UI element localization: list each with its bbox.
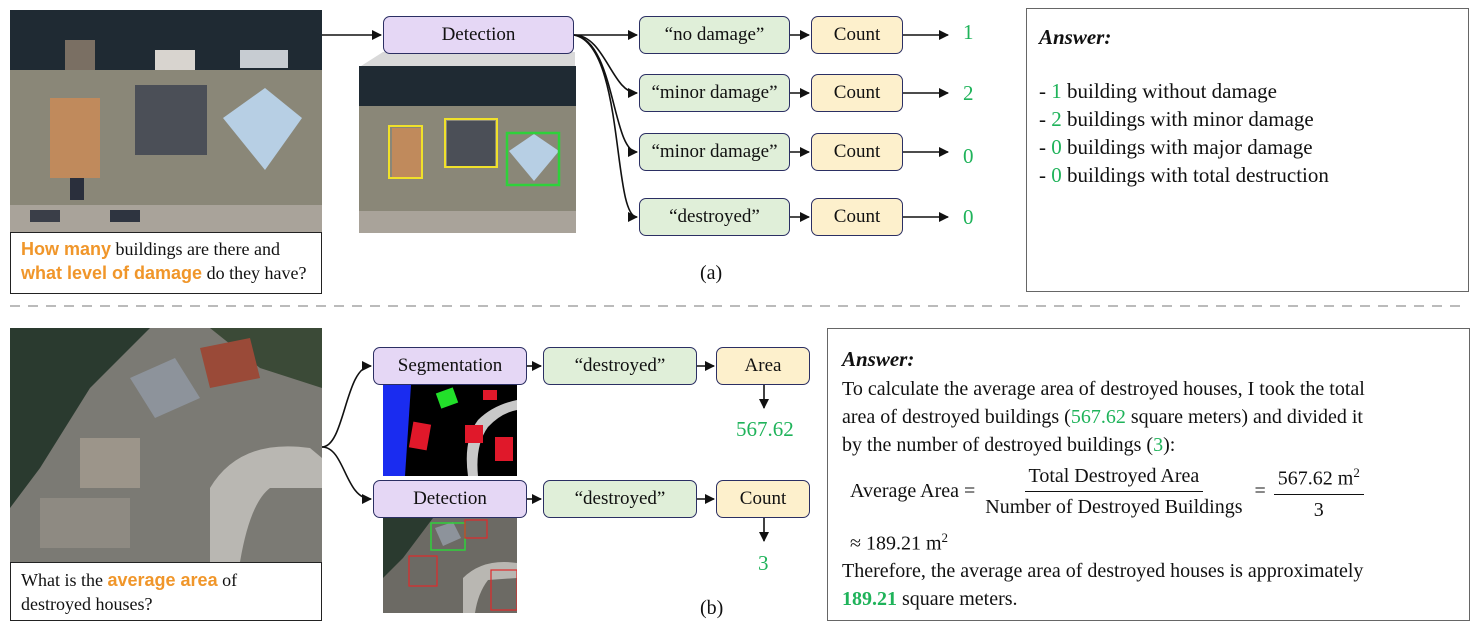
aerial-photo-b xyxy=(10,328,322,562)
detection-b-drawing xyxy=(383,518,517,613)
answer-a-title: Answer: xyxy=(1039,25,1112,49)
count-node-3: Count xyxy=(811,133,903,171)
class-node-minor-damage-1: “minor damage” xyxy=(639,74,790,112)
answer-b-result-value: 189.21 xyxy=(842,588,897,611)
question-box-b: What is the average area of destroyed ho… xyxy=(10,562,322,621)
answer-b-line-3-b: ): xyxy=(1163,434,1176,456)
detection-node-a: Detection xyxy=(383,16,574,54)
question-a-line-1: How many buildings are there and xyxy=(21,237,311,261)
detection-node-b: Detection xyxy=(373,480,527,518)
segmentation-mask-thumbnail xyxy=(383,385,517,476)
answer-box-a: Answer: - 1 building without damage - 2 … xyxy=(1026,8,1469,292)
formula-fraction-1: Total Destroyed Area Number of Destroyed… xyxy=(981,464,1246,519)
answer-a-text-3: buildings with major damage xyxy=(1061,135,1313,159)
answer-box-b: Answer: To calculate the average area of… xyxy=(827,328,1470,621)
count-value-4: 0 xyxy=(963,205,974,229)
answer-b-count-value: 3 xyxy=(1153,434,1164,456)
formula: Average Area = Total Destroyed Area Numb… xyxy=(850,461,1469,522)
count-node-2: Count xyxy=(811,74,903,112)
answer-b-title: Answer: xyxy=(842,347,915,371)
answer-a-line-3: - 0 buildings with major damage xyxy=(1039,135,1313,159)
answer-a-line-4: - 0 buildings with total destruction xyxy=(1039,163,1329,187)
caption-a: (a) xyxy=(700,262,723,284)
answer-a-line-1: - 1 building without damage xyxy=(1039,79,1277,103)
count-value-3: 0 xyxy=(963,144,974,168)
answer-b-line-6: 189.21 square meters. xyxy=(842,585,1469,613)
class-node-destroyed-seg: “destroyed” xyxy=(543,347,697,385)
count-node-4: Count xyxy=(811,198,903,236)
answer-a-text-4: buildings with total destruction xyxy=(1061,163,1329,187)
class-node-destroyed-det: “destroyed” xyxy=(543,480,697,518)
question-a-line-2: what level of damage do they have? xyxy=(21,261,311,285)
class-node-minor-damage-2: “minor damage” xyxy=(639,133,790,171)
formula-area-m: 567.62 m xyxy=(1277,467,1354,490)
question-a-text-2: do they have? xyxy=(202,263,307,283)
answer-b-line-2-b: square meters) and divided it xyxy=(1125,406,1363,428)
answer-b-line-3: by the number of destroyed buildings (3)… xyxy=(842,431,1469,459)
formula-numerator-2: 567.62 m2 xyxy=(1273,461,1364,495)
formula-denominator-1: Number of Destroyed Buildings xyxy=(985,495,1243,518)
formula-area-sup: 2 xyxy=(1353,465,1360,480)
question-a-highlight-1: How many xyxy=(21,239,112,259)
aerial-photo-b-drawing xyxy=(10,328,322,562)
answer-a-num-2: 2 xyxy=(1051,107,1062,131)
count-value-b: 3 xyxy=(758,551,769,575)
question-b-line-2: destroyed houses? xyxy=(21,594,153,614)
detection-result-drawing xyxy=(359,66,576,233)
answer-a-text-1: building without damage xyxy=(1061,79,1277,103)
detection-b-thumbnail xyxy=(383,518,517,613)
answer-a-text-2: buildings with minor damage xyxy=(1061,107,1314,131)
formula-lhs: Average Area = xyxy=(850,480,976,503)
formula-numerator-1: Total Destroyed Area xyxy=(1024,464,1204,492)
formula-denominator-2: 3 xyxy=(1313,498,1324,521)
answer-b-line-2-a: area of destroyed buildings ( xyxy=(842,406,1071,428)
question-b-highlight: average area xyxy=(107,570,218,590)
answer-b-approx-text: ≈ 189.21 m xyxy=(850,532,942,555)
answer-a-num-3: 0 xyxy=(1051,135,1062,159)
class-node-no-damage: “no damage” xyxy=(639,16,790,54)
count-value-2: 2 xyxy=(963,81,974,105)
area-node: Area xyxy=(716,347,810,385)
question-a-text-1: buildings are there and xyxy=(111,239,280,259)
formula-equals: = xyxy=(1254,480,1266,503)
segmentation-mask-drawing xyxy=(383,385,517,476)
answer-b-area-value: 567.62 xyxy=(1070,406,1126,428)
answer-b-approx-sup: 2 xyxy=(941,529,949,545)
class-node-destroyed: “destroyed” xyxy=(639,198,790,236)
answer-a-line-2: - 2 buildings with minor damage xyxy=(1039,107,1314,131)
answer-a-num-4: 0 xyxy=(1051,163,1062,187)
question-a-highlight-2: what level of damage xyxy=(21,263,203,283)
answer-b-approx: ≈ 189.21 m2 xyxy=(850,524,1469,558)
question-b-text-1: What is the xyxy=(21,570,108,590)
aerial-photo-a-drawing xyxy=(10,10,322,232)
count-value-1: 1 xyxy=(963,20,974,44)
answer-b-line-5: Therefore, the average area of destroyed… xyxy=(842,560,1364,583)
answer-b-line-2: area of destroyed buildings (567.62 squa… xyxy=(842,403,1469,431)
area-value: 567.62 xyxy=(736,417,794,441)
segmentation-node: Segmentation xyxy=(373,347,527,385)
caption-b: (b) xyxy=(700,597,724,619)
count-node-b: Count xyxy=(716,480,810,518)
question-b-text-2: of xyxy=(217,570,238,590)
question-box-a: How many buildings are there and what le… xyxy=(10,232,322,294)
formula-fraction-2: 567.62 m2 3 xyxy=(1273,461,1364,522)
detection-result-thumbnail xyxy=(359,66,576,233)
answer-b-line-3-a: by the number of destroyed buildings ( xyxy=(842,434,1154,456)
answer-a-num-1: 1 xyxy=(1051,79,1062,103)
answer-b-line-6-b: square meters. xyxy=(897,588,1018,611)
question-b-line-1: What is the average area of xyxy=(21,568,311,592)
answer-b-line-1: To calculate the average area of destroy… xyxy=(842,378,1365,400)
aerial-photo-a xyxy=(10,10,322,232)
count-node-1: Count xyxy=(811,16,903,54)
